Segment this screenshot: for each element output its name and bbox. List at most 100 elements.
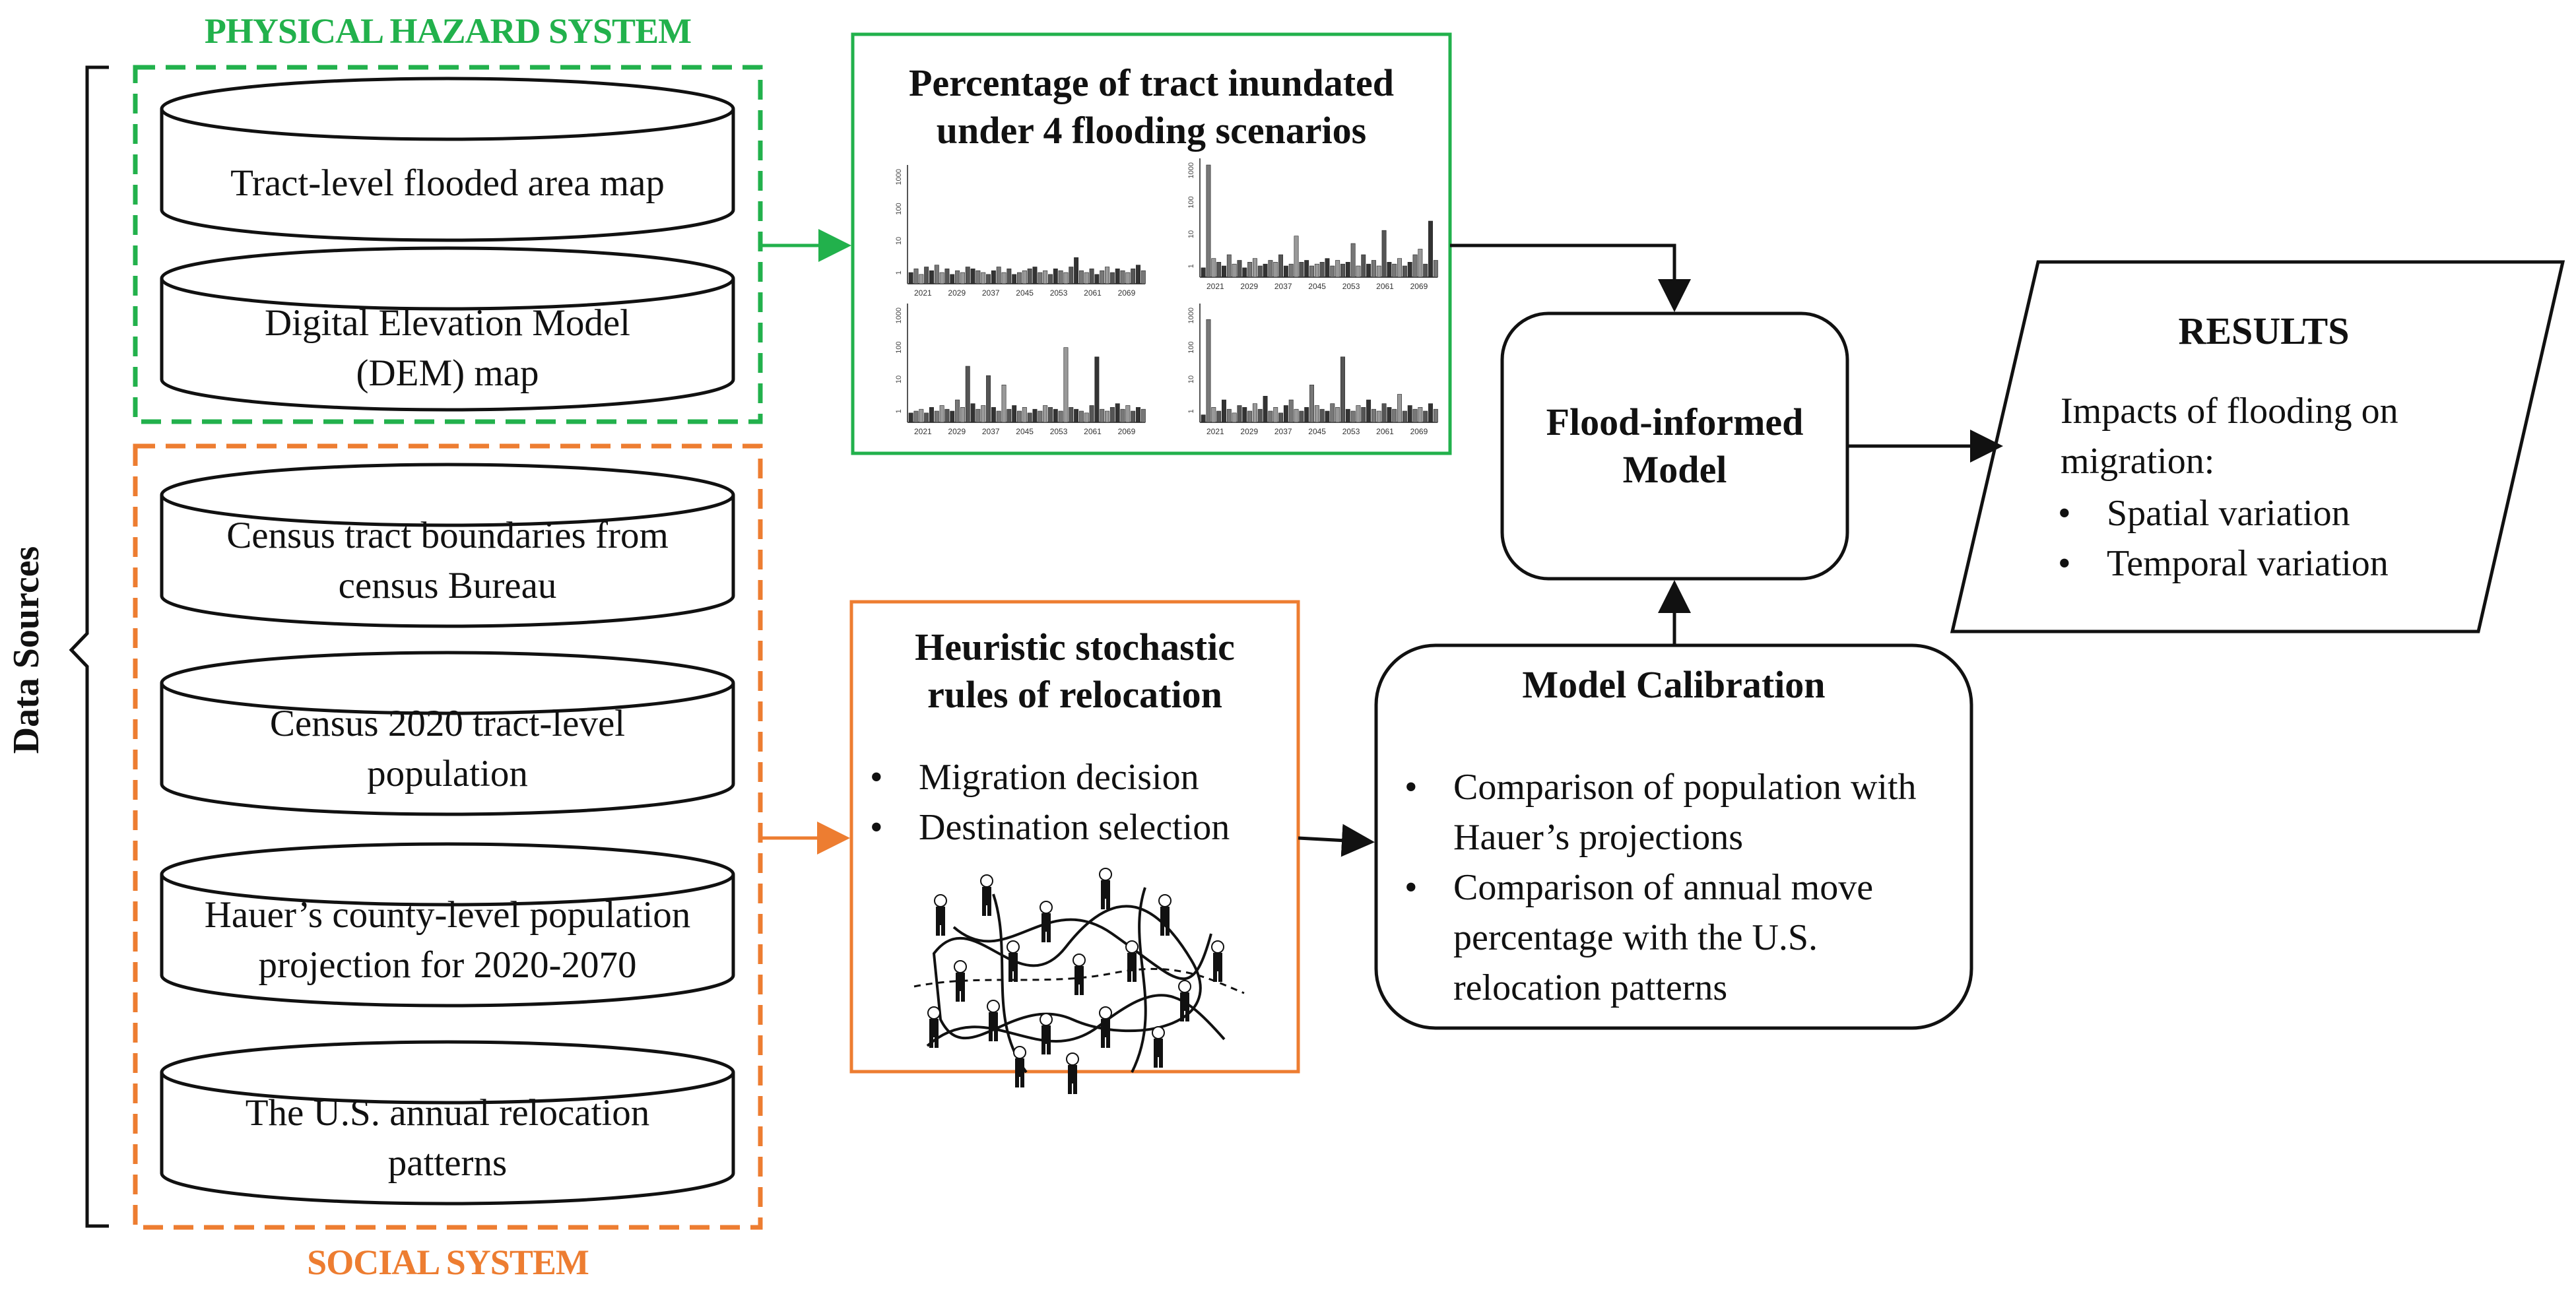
mini-chart-bar xyxy=(1038,272,1043,284)
mini-chart-x-tick: 2021 xyxy=(1206,282,1224,291)
mini-chart-y-tick: 1000 xyxy=(895,307,903,323)
mini-chart-bar xyxy=(1309,265,1314,278)
mini-chart-x-tick: 2021 xyxy=(914,288,932,298)
mini-chart-bar xyxy=(939,272,944,284)
mini-chart-bar xyxy=(1094,356,1100,423)
mini-chart-bar xyxy=(1325,410,1330,423)
mini-chart-bar xyxy=(934,410,939,423)
mini-chart-bar xyxy=(1376,265,1381,278)
mini-chart-bar xyxy=(1063,347,1069,423)
calibration-bullet: Comparison of population with Hauer’s pr… xyxy=(1393,762,1954,862)
mini-chart-bar xyxy=(1216,410,1222,423)
mini-chart-bar xyxy=(924,267,929,284)
social-system-title: SOCIAL SYSTEM xyxy=(307,1243,589,1282)
heuristic-panel-title: Heuristic stochastic rules of relocation xyxy=(915,626,1235,716)
mini-chart-bar xyxy=(1397,258,1403,278)
source-hauer-projection: Hauer’s county-level population projecti… xyxy=(204,894,691,986)
mini-chart-bar xyxy=(1263,396,1268,423)
mini-chart-x-tick: 2045 xyxy=(1016,427,1034,436)
mini-chart-bar xyxy=(991,407,996,423)
cylinder-census-boundaries xyxy=(160,463,735,628)
mini-chart-bar xyxy=(1048,407,1053,423)
mini-chart-x-tick: 2069 xyxy=(1118,288,1136,298)
mini-chart-bar xyxy=(1131,410,1136,423)
mini-chart-bar xyxy=(1043,405,1048,423)
mini-chart-bar xyxy=(1361,407,1366,423)
mini-chart-bar xyxy=(1201,267,1206,278)
mini-chart-bar xyxy=(1278,412,1284,423)
mini-chart-bar xyxy=(1216,262,1222,278)
heuristic-bullet: Destination selection xyxy=(858,802,1294,853)
mini-chart-y-tick: 100 xyxy=(1187,196,1195,208)
mini-chart-y-tick: 10 xyxy=(895,237,903,245)
mini-chart-bar xyxy=(1007,408,1012,423)
inundation-panel-title: Percentage of tract inundated under 4 fl… xyxy=(908,61,1395,152)
mini-chart-x-tick: 2021 xyxy=(1206,427,1224,436)
results-bullet: Temporal variation xyxy=(2046,538,2482,589)
mini-chart-bar xyxy=(1428,403,1433,423)
mini-chart-bar xyxy=(950,410,955,423)
cylinder-hauer-projection xyxy=(160,842,735,1008)
mini-chart-bar xyxy=(950,274,955,284)
mini-chart-bar xyxy=(1094,274,1100,284)
mini-chart-bar xyxy=(1109,407,1115,423)
mini-chart-x-tick: 2061 xyxy=(1376,427,1394,436)
physical-hazard-title: PHYSICAL HAZARD SYSTEM xyxy=(204,11,692,51)
mini-chart-x-tick: 2021 xyxy=(914,427,932,436)
mini-chart-bar xyxy=(1304,407,1309,423)
mini-chart-bar xyxy=(1078,270,1084,284)
mini-chart-bar xyxy=(996,410,1001,423)
mini-chart-bar xyxy=(1226,254,1232,278)
mini-chart-bar xyxy=(1032,267,1038,284)
mini-chart-bar xyxy=(986,274,991,284)
mini-chart-y-tick: 10 xyxy=(895,375,903,383)
mini-chart-bar xyxy=(1078,410,1084,423)
mini-chart-bar xyxy=(939,405,944,423)
cylinder-tract-flooded-map xyxy=(160,77,735,242)
mini-chart-bar xyxy=(1381,230,1387,278)
mini-chart-bar xyxy=(934,265,939,284)
inundation-panel-border xyxy=(851,32,1452,455)
mini-chart-y-tick: 10 xyxy=(1187,230,1195,238)
mini-chart-x-tick: 2029 xyxy=(948,288,966,298)
mini-chart-bar xyxy=(1069,407,1074,423)
mini-chart-bar xyxy=(960,272,965,284)
mini-chart-bar xyxy=(1314,263,1319,278)
mini-chart-bar xyxy=(1263,263,1268,278)
mini-chart-bar xyxy=(919,408,924,423)
mini-chart-bar xyxy=(1136,407,1140,423)
mini-chart-x-tick: 2061 xyxy=(1084,288,1102,298)
mini-chart-bar xyxy=(1242,267,1247,278)
mini-chart-bar xyxy=(1027,269,1032,284)
mini-chart-x-tick: 2029 xyxy=(1240,282,1258,291)
mini-chart-bar xyxy=(1120,270,1125,284)
data-sources-brace xyxy=(69,65,109,1228)
mini-chart-bar xyxy=(1201,414,1206,423)
mini-chart-bar xyxy=(986,375,991,423)
mini-chart-bar xyxy=(1268,410,1273,423)
mini-chart-bar xyxy=(1017,272,1022,284)
mini-chart-x-tick: 2037 xyxy=(1274,427,1292,436)
mini-chart-bar xyxy=(919,274,924,284)
mini-chart-bar xyxy=(1125,272,1131,284)
mini-chart-bar xyxy=(1335,260,1340,278)
mini-chart-bar xyxy=(1206,164,1211,278)
mini-chart-bar xyxy=(1407,262,1412,278)
mini-chart-bar xyxy=(1089,269,1094,284)
mini-chart-bar xyxy=(1340,356,1345,423)
mini-chart-bar xyxy=(1288,263,1294,278)
mini-chart-bar xyxy=(1027,412,1032,423)
mini-chart-bar xyxy=(1084,412,1089,423)
mini-chart-y-tick: 1 xyxy=(1187,409,1195,413)
mini-chart-y-tick: 100 xyxy=(895,203,903,214)
mini-chart-bar xyxy=(1058,270,1063,284)
mini-chart-y-tick: 1 xyxy=(895,409,903,413)
mini-chart-bar xyxy=(1428,220,1433,278)
mini-chart-bar xyxy=(1232,263,1237,278)
mini-chart-bar xyxy=(1433,408,1438,423)
mini-chart-x-tick: 2029 xyxy=(1240,427,1258,436)
mini-chart-y-tick: 100 xyxy=(1187,341,1195,353)
mini-chart-bar xyxy=(1412,254,1418,278)
